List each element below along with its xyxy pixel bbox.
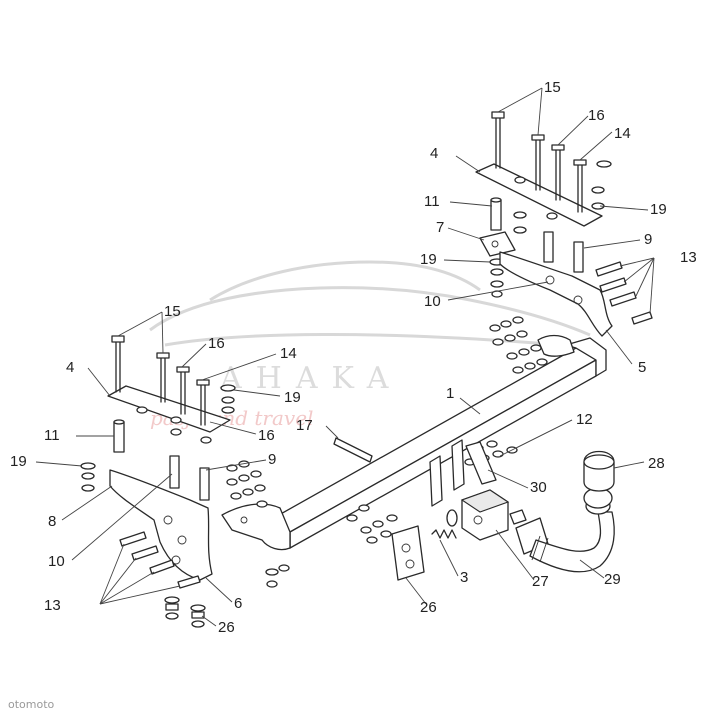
callout-15-left: 15 [164, 303, 181, 320]
spring [431, 529, 457, 539]
callout-11-right: 11 [424, 193, 440, 210]
left-mounting-assembly [80, 335, 290, 628]
callout-10-left: 10 [48, 553, 65, 570]
leader-lines [35, 87, 655, 627]
left-side-bolts [119, 531, 201, 589]
callout-27: 3 [460, 569, 468, 586]
callout-5: 5 [638, 359, 646, 376]
callout-16-left-upper: 16 [208, 335, 225, 352]
callout-4-left: 4 [66, 359, 74, 376]
right-nut-stack [489, 316, 548, 374]
footer-watermark: otomoto [8, 698, 55, 711]
right-bolt-long [491, 111, 505, 169]
right-side-bolts [595, 261, 653, 325]
callout-11-left: 11 [44, 427, 60, 444]
callout-4-right: 4 [430, 145, 438, 162]
callout-30: 30 [530, 479, 547, 496]
watermark-brand: AHAKA [219, 361, 402, 396]
right-plate [475, 163, 603, 227]
tow-ball-arm [529, 487, 615, 573]
callout-14-right: 14 [614, 125, 631, 142]
callout-16-left-lower: 16 [258, 427, 275, 444]
right-small-plate [479, 231, 516, 257]
left-side-bracket [109, 469, 213, 581]
callout-10-right: 10 [424, 293, 441, 310]
tow-ball-cover [583, 450, 615, 492]
left-bolt-2 [156, 352, 170, 403]
callout-7: 7 [436, 219, 444, 236]
right-spacer-tube [490, 197, 502, 231]
callout-13-right: 13 [680, 249, 697, 266]
right-mounting-assembly [475, 111, 653, 374]
center-hardware [333, 437, 549, 581]
callout-1: 1 [446, 385, 454, 402]
left-nut-stack [226, 460, 268, 508]
callout-28: 28 [648, 455, 665, 472]
electric-socket [446, 489, 527, 541]
callout-16-right: 16 [588, 107, 605, 124]
callout-15-right: 15 [544, 79, 561, 96]
callout-19-right-upper: 19 [650, 201, 667, 218]
socket-bracket [391, 525, 425, 581]
callout-14-left: 14 [280, 345, 297, 362]
main-crossbar [221, 334, 607, 551]
callout-9-left: 9 [268, 451, 276, 468]
callout-17: 17 [296, 417, 313, 434]
callout-19-left-upper: 19 [284, 389, 301, 406]
left-bolt-3 [176, 366, 190, 415]
right-bolt-3 [551, 144, 565, 201]
callout-29: 27 [532, 573, 549, 590]
callout-6: 6 [234, 595, 242, 612]
callout-2: 29 [604, 571, 621, 588]
callout-3: 26 [420, 599, 437, 616]
callout-19-left-lower: 19 [10, 453, 27, 470]
callout-19-right-lower: 19 [420, 251, 437, 268]
left-bolt-long [111, 335, 125, 393]
callout-13-left: 13 [44, 597, 61, 614]
callout-8: 8 [48, 513, 56, 530]
callout-12: 12 [576, 411, 593, 428]
callout-9-right: 9 [644, 231, 652, 248]
callout-labels: 15 16 14 4 11 19 7 9 19 13 10 5 1 15 16 … [10, 79, 697, 636]
right-bolt-2 [531, 134, 545, 191]
callout-26: 26 [218, 619, 235, 636]
